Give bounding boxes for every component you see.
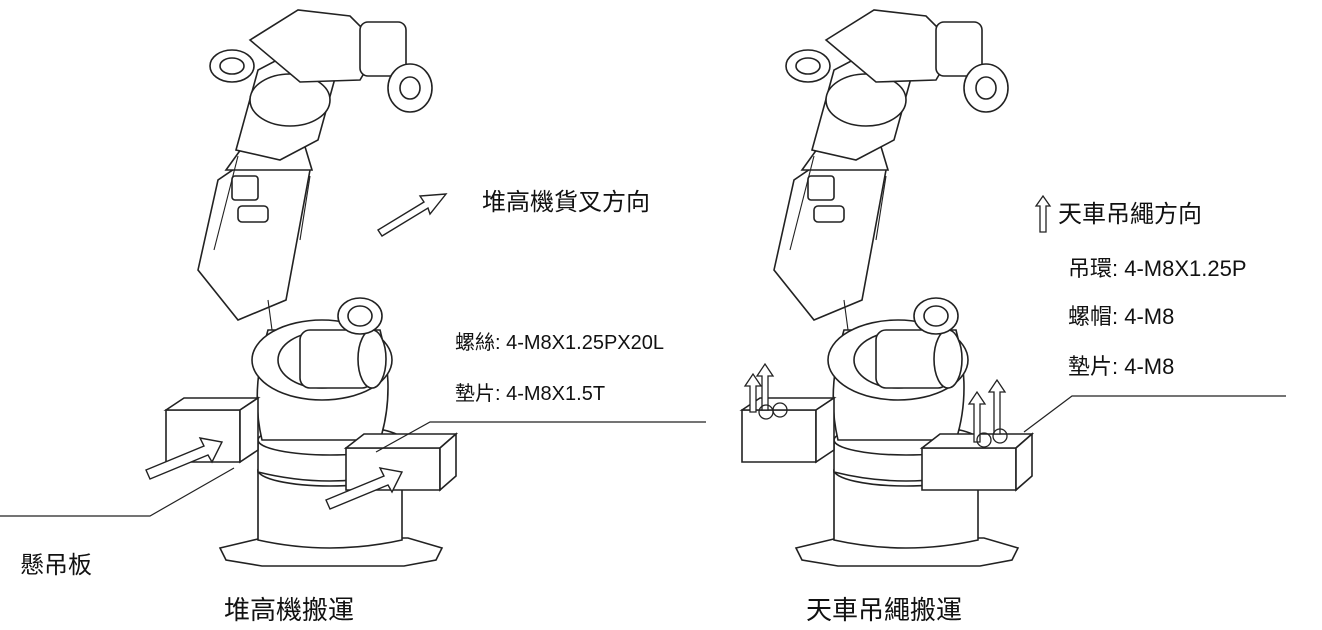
nut-spec: 螺帽: 4-M8 bbox=[1068, 306, 1174, 329]
washer-spec-left: 墊片: 4-M8X1.5T bbox=[455, 383, 605, 404]
forklift-transport-caption: 堆高機搬運 bbox=[224, 596, 355, 626]
lift-arrows bbox=[743, 362, 1007, 443]
up-arrow-icon bbox=[1034, 194, 1052, 233]
ring-spec: 吊環: 4-M8X1.25P bbox=[1068, 258, 1247, 281]
washer-value-right: : 4-M8 bbox=[1112, 354, 1175, 379]
washer-label-left: 墊片 bbox=[455, 381, 495, 405]
washer-leader-line bbox=[375, 421, 706, 453]
right-robot-illustration bbox=[741, 9, 1286, 567]
screw-spec: 螺絲: 4-M8X1.25PX20L bbox=[455, 332, 664, 353]
forklift-arrows bbox=[145, 437, 404, 510]
hanging-plate-label: 懸吊板 bbox=[20, 551, 92, 579]
nut-value: : 4-M8 bbox=[1112, 304, 1175, 329]
screw-value: : 4-M8X1.25PX20L bbox=[495, 332, 664, 354]
ring-leader-line bbox=[1023, 395, 1286, 433]
plate-leader-line bbox=[0, 467, 235, 517]
washer-value-left: : 4-M8X1.5T bbox=[495, 383, 606, 405]
forklift-direction-label: 堆高機貨叉方向 bbox=[482, 188, 650, 216]
screw-label: 螺絲 bbox=[455, 330, 495, 354]
nut-label: 螺帽 bbox=[1068, 305, 1113, 330]
diagonal-arrow-icon bbox=[377, 193, 448, 237]
left-robot-illustration bbox=[0, 9, 706, 567]
crane-transport-caption: 天車吊繩搬運 bbox=[806, 596, 963, 626]
crane-direction-label: 天車吊繩方向 bbox=[1058, 200, 1202, 228]
washer-label-right: 墊片 bbox=[1068, 355, 1113, 380]
ring-value: : 4-M8X1.25P bbox=[1112, 256, 1247, 281]
ring-label: 吊環 bbox=[1068, 257, 1113, 282]
washer-spec-right: 墊片: 4-M8 bbox=[1068, 356, 1174, 379]
lifting-rings bbox=[758, 402, 1008, 448]
